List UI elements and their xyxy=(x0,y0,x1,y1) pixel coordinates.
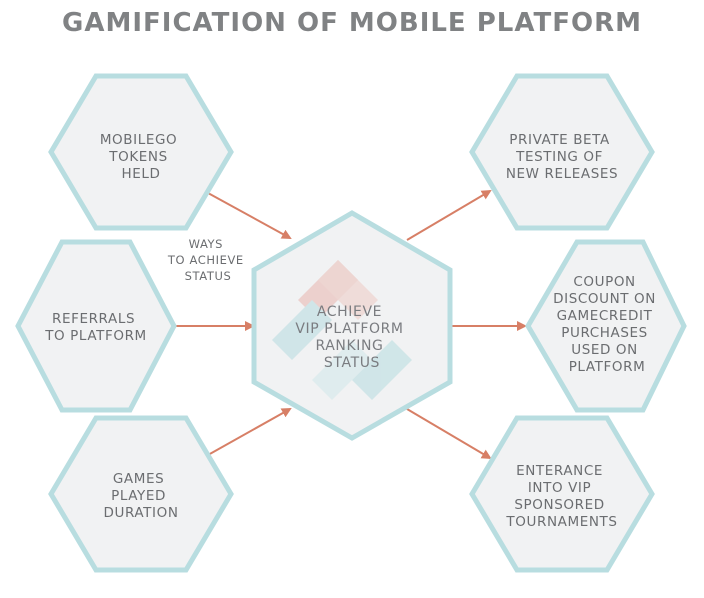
hex-center-line1: ACHIEVE xyxy=(317,304,382,320)
arrow-mobilego-to-center xyxy=(207,192,292,239)
hex-center-line2: VIP PLATFORM xyxy=(295,321,403,337)
hex-tournaments: ENTERANCE INTO VIP SPONSORED TOURNAMENTS xyxy=(469,415,655,573)
hex-coupon-line6: PLATFORM xyxy=(569,359,646,375)
svg-text:ACHIEVE VIP PLATFORM: ACHIEVE VIP PLATFORM RANKING STATUS xyxy=(295,304,408,371)
hex-mobilego-line2: TOKENS xyxy=(108,149,168,165)
arrows xyxy=(175,189,527,460)
svg-text:PRIVATE BETA TESTING OF: PRIVATE BETA TESTING OF NEW RELEASES xyxy=(506,132,618,182)
hex-tournaments-line4: TOURNAMENTS xyxy=(505,514,617,530)
hex-coupon-line1: COUPON xyxy=(573,274,635,290)
hex-coupon-line3: GAMECREDIT xyxy=(557,308,653,324)
hex-beta-line3: NEW RELEASES xyxy=(506,166,618,182)
hex-games: GAMES PLAYED DURATION xyxy=(48,415,234,573)
hex-coupon-line5: USED ON xyxy=(571,342,638,358)
hex-mobilego-line3: HELD xyxy=(122,166,161,182)
svg-text:ENTERANCE INTO VIP: ENTERANCE INTO VIP SPONSORED TOURNAMENTS xyxy=(505,463,617,530)
hex-referrals-line1: REFERRALS xyxy=(52,311,135,327)
hex-tournaments-line2: INTO VIP xyxy=(528,480,591,496)
hex-mobilego-line1: MOBILEGO xyxy=(100,132,177,148)
hex-games-line1: GAMES xyxy=(113,471,164,487)
hex-coupon-line4: PURCHASES xyxy=(561,325,648,341)
hex-beta-line2: TESTING OF xyxy=(515,149,603,165)
annotation-line3: STATUS xyxy=(185,269,232,283)
logo-mark-icon xyxy=(272,260,412,400)
hex-referrals: REFERRALS TO PLATFORM xyxy=(15,239,177,413)
hex-beta-line1: PRIVATE BETA xyxy=(509,132,610,148)
annotation-line1: WAYS xyxy=(189,237,223,251)
hex-beta: PRIVATE BETA TESTING OF NEW RELEASES xyxy=(469,73,655,231)
svg-text:COUPON DISCOUNT ON: COUPON DISCOUNT ON GAMECREDIT PURCHASES … xyxy=(553,274,661,375)
annotation-line2: TO ACHIEVE xyxy=(167,253,244,267)
hex-games-line3: DURATION xyxy=(103,505,178,521)
hex-games-line2: PLAYED xyxy=(111,488,166,504)
svg-text:REFERRALS TO PLATFORM: REFERRALS TO PLATFORM xyxy=(44,311,147,344)
hex-referrals-line2: TO PLATFORM xyxy=(44,328,147,344)
diagram-title: GAMIFICATION OF MOBILE PLATFORM xyxy=(62,8,642,38)
arrow-center-to-tournaments xyxy=(406,408,492,460)
hex-coupon: COUPON DISCOUNT ON GAMECREDIT PURCHASES … xyxy=(525,239,687,413)
hex-tournaments-line1: ENTERANCE xyxy=(516,463,603,479)
arrow-center-to-beta xyxy=(406,189,492,241)
svg-text:GAMES PLAYED DURAT: GAMES PLAYED DURATION xyxy=(103,471,178,521)
hex-center-line3: RANKING xyxy=(315,338,383,354)
svg-text:MOBILEGO TOKENS HE: MOBILEGO TOKENS HELD xyxy=(100,132,182,182)
ways-annotation: WAYS TO ACHIEVE STATUS xyxy=(167,237,248,283)
hex-mobilego: MOBILEGO TOKENS HELD xyxy=(48,73,234,231)
hex-coupon-line2: DISCOUNT ON xyxy=(553,291,656,307)
hex-tournaments-line3: SPONSORED xyxy=(514,497,604,513)
hex-center: ACHIEVE VIP PLATFORM RANKING STATUS xyxy=(251,210,453,441)
hex-center-line4: STATUS xyxy=(324,355,380,371)
arrow-games-to-center xyxy=(207,408,292,456)
